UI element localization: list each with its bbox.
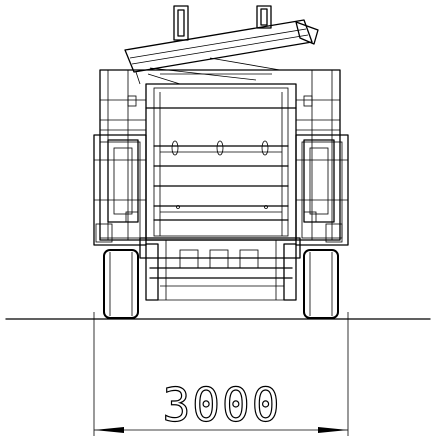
arrowhead-right xyxy=(318,427,348,433)
right-wheel xyxy=(303,249,339,319)
lower-chassis xyxy=(139,237,301,301)
upper-platform xyxy=(124,5,319,85)
left-wheel xyxy=(103,249,139,319)
right-track-unit xyxy=(295,134,349,246)
arrowhead-left xyxy=(94,427,124,433)
dimension-annotation: 3000 xyxy=(93,312,349,436)
left-track-unit xyxy=(93,134,147,246)
dimension-value: 3000 xyxy=(163,378,282,432)
